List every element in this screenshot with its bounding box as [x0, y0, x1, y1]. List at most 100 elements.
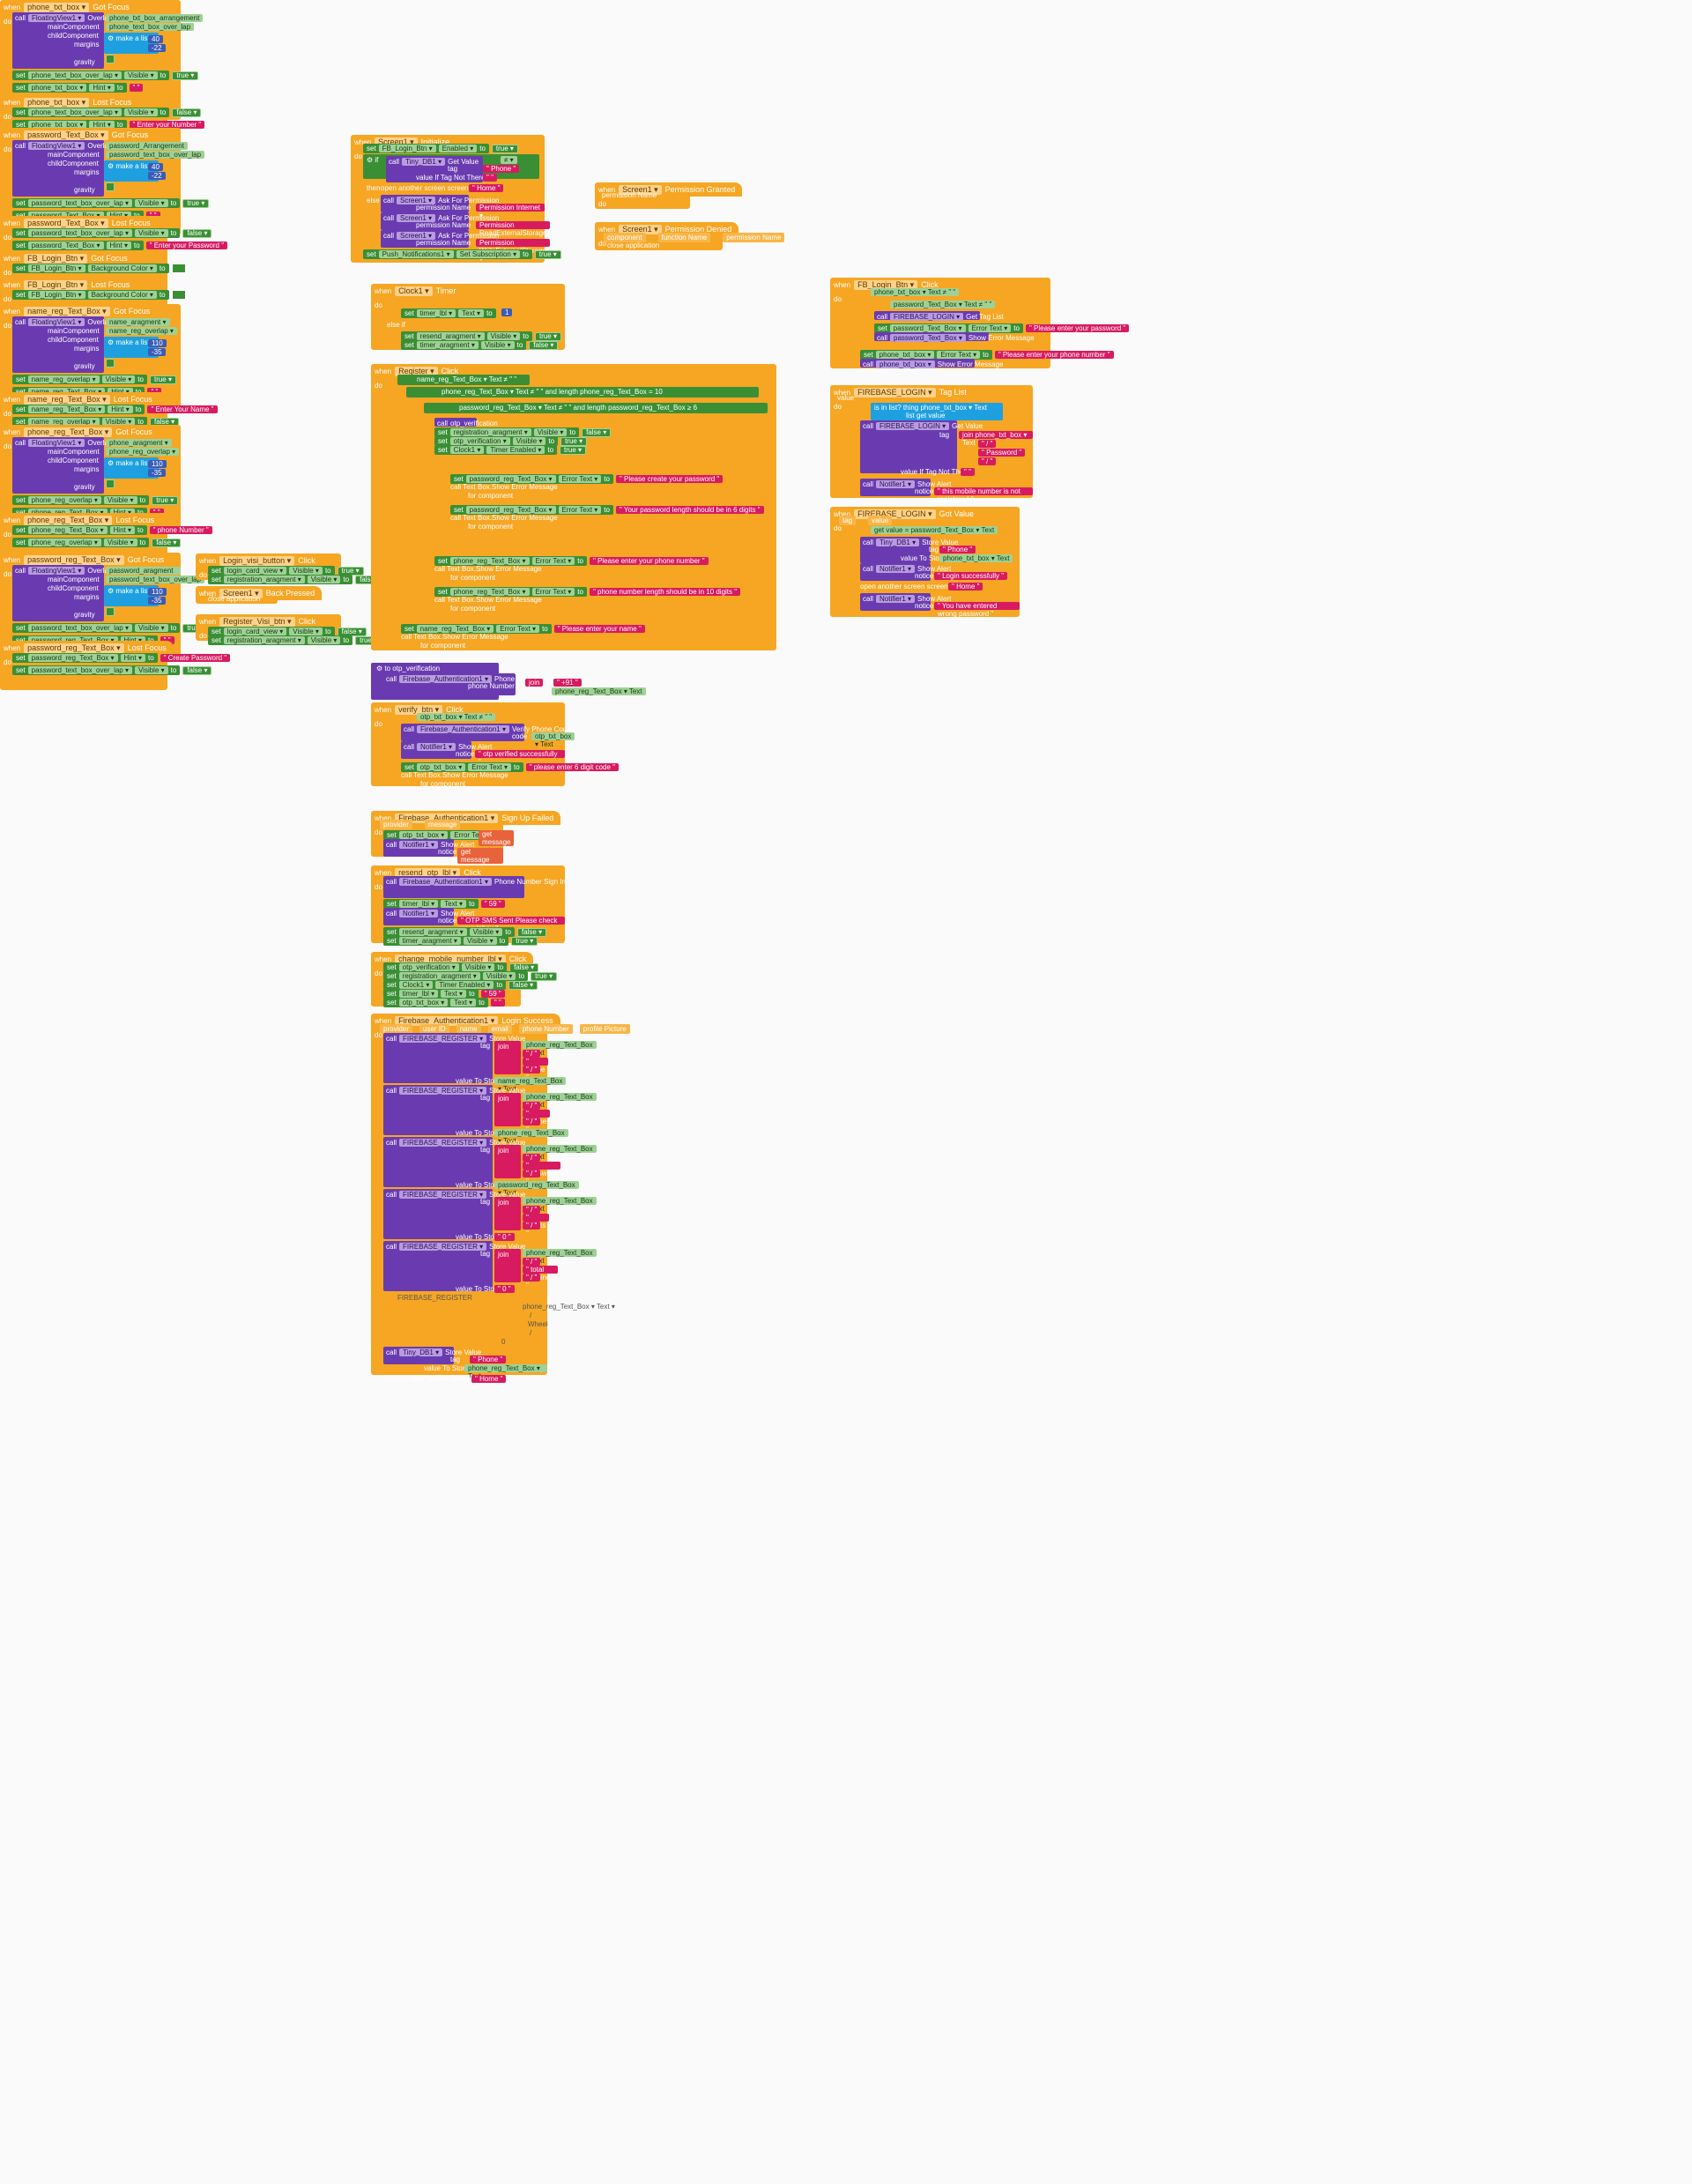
property-dropdown[interactable]: Visible ▾: [134, 624, 168, 632]
component-dropdown[interactable]: Tiny_DB1 ▾: [399, 1348, 443, 1356]
property-dropdown[interactable]: Error Text ▾: [558, 506, 602, 514]
property-dropdown[interactable]: Visible ▾: [307, 576, 341, 583]
component-dropdown[interactable]: FloatingView1 ▾: [28, 567, 85, 575]
component-dropdown[interactable]: password_text_box_over_lap ▾: [27, 199, 132, 207]
component-dropdown[interactable]: phone_reg_Text_Box ▾: [27, 509, 108, 516]
component-dropdown[interactable]: otp_txt_box ▾: [416, 763, 466, 771]
get-message[interactable]: get message: [479, 830, 515, 846]
property-dropdown[interactable]: Visible ▾: [486, 332, 521, 340]
boolean-literal[interactable]: false ▾: [182, 228, 212, 238]
child-component-arg[interactable]: password_text_box_over_lap ▾: [106, 576, 205, 591]
margin-value[interactable]: -22: [148, 44, 166, 52]
permission-arg[interactable]: Permission WriteExternalStorage ▾: [476, 239, 550, 263]
component-dropdown[interactable]: phone_txt_box ▾: [876, 360, 935, 368]
component-dropdown[interactable]: phone_reg_Text_Box ▾: [24, 515, 113, 525]
boolean-literal[interactable]: true ▾: [534, 249, 561, 259]
component-dropdown[interactable]: login_card_view ▾: [223, 567, 287, 575]
component-dropdown[interactable]: Push_Notifications1 ▾: [378, 250, 454, 258]
component-dropdown[interactable]: FIREBASE_LOGIN ▾: [890, 313, 964, 321]
join-block[interactable]: join: [525, 679, 544, 687]
component-dropdown[interactable]: phone_reg_Text_Box ▾: [24, 427, 113, 437]
component-dropdown[interactable]: password_reg_Text_Box ▾: [27, 636, 118, 644]
property-dropdown[interactable]: Timer Enabled ▾: [486, 446, 545, 454]
component-dropdown[interactable]: name_reg_Text_Box ▾: [27, 388, 106, 396]
property-dropdown[interactable]: Hint ▾: [89, 84, 115, 92]
main-component-arg[interactable]: phone_aragment ▾: [106, 439, 172, 447]
join-block[interactable]: join: [494, 1249, 521, 1282]
component-dropdown[interactable]: name_reg_Text_Box ▾: [24, 394, 110, 405]
margin-value[interactable]: -35: [148, 348, 166, 356]
property-dropdown[interactable]: Set Subscription ▾: [456, 250, 521, 258]
component-dropdown[interactable]: Clock1 ▾: [398, 981, 434, 989]
component-dropdown[interactable]: Screen1 ▾: [397, 214, 436, 222]
phone-arg[interactable]: phone_reg_Text_Box ▾ Text: [523, 1197, 597, 1213]
component-dropdown[interactable]: FB_Login_Btn ▾: [24, 253, 88, 264]
property-dropdown[interactable]: Visible ▾: [123, 108, 158, 116]
property-dropdown[interactable]: Error Text ▾: [937, 351, 981, 359]
key-name[interactable]: " Name ": [523, 1058, 549, 1081]
text-literal[interactable]: " Enter your Number ": [129, 121, 205, 129]
property-dropdown[interactable]: Hint ▾: [106, 241, 131, 249]
component-dropdown[interactable]: Firebase_Authentication1 ▾: [399, 878, 492, 886]
property-dropdown[interactable]: Enabled ▾: [438, 145, 478, 152]
boolean-literal[interactable]: false ▾: [152, 538, 182, 547]
notice-arg[interactable]: " OTP SMS Sent Please check your inbox ": [457, 917, 565, 932]
component-dropdown[interactable]: otp_txt_box ▾: [398, 831, 449, 839]
component-dropdown[interactable]: Firebase_Authentication1 ▾: [399, 675, 492, 683]
component-dropdown[interactable]: resend_aragment ▾: [416, 332, 485, 340]
property-dropdown[interactable]: Hint ▾: [109, 509, 135, 516]
child-component-arg[interactable]: phone_text_box_over_lap ▾: [106, 23, 195, 39]
component-dropdown[interactable]: password_reg_Text_Box ▾: [24, 643, 124, 653]
component-dropdown[interactable]: password_reg_Text_Box ▾: [465, 506, 556, 514]
component-dropdown[interactable]: Notifier1 ▾: [876, 565, 916, 573]
text-literal[interactable]: " Your password length should be in 6 di…: [615, 506, 764, 514]
child-component-arg[interactable]: password_text_box_over_lap ▾: [106, 151, 205, 167]
property-dropdown[interactable]: Error Text ▾: [558, 475, 602, 483]
component-dropdown[interactable]: name_reg_overlap ▾: [27, 375, 100, 383]
component-dropdown[interactable]: name_reg_overlap ▾: [27, 418, 100, 426]
gravity-value[interactable]: [106, 182, 115, 191]
boolean-literal[interactable]: false ▾: [582, 427, 612, 437]
prefix-arg[interactable]: " +91 ": [553, 679, 582, 687]
join-block[interactable]: join phone_txt_box ▾ Text: [959, 431, 1033, 447]
component-dropdown[interactable]: Notifier1 ▾: [876, 480, 916, 488]
component-dropdown[interactable]: otp_txt_box ▾: [398, 999, 449, 1007]
slash[interactable]: " / ": [523, 1118, 541, 1125]
slash[interactable]: " / ": [523, 1102, 541, 1110]
component-dropdown[interactable]: FloatingView1 ▾: [28, 14, 85, 22]
value-arg[interactable]: phone_reg_Text_Box ▾ Text: [494, 1129, 568, 1145]
property-dropdown[interactable]: Error Text ▾: [531, 588, 575, 596]
property-dropdown[interactable]: Visible ▾: [461, 963, 495, 971]
component-dropdown[interactable]: Notifier1 ▾: [876, 595, 916, 603]
component-dropdown[interactable]: FIREBASE_LOGIN ▾: [876, 422, 950, 430]
